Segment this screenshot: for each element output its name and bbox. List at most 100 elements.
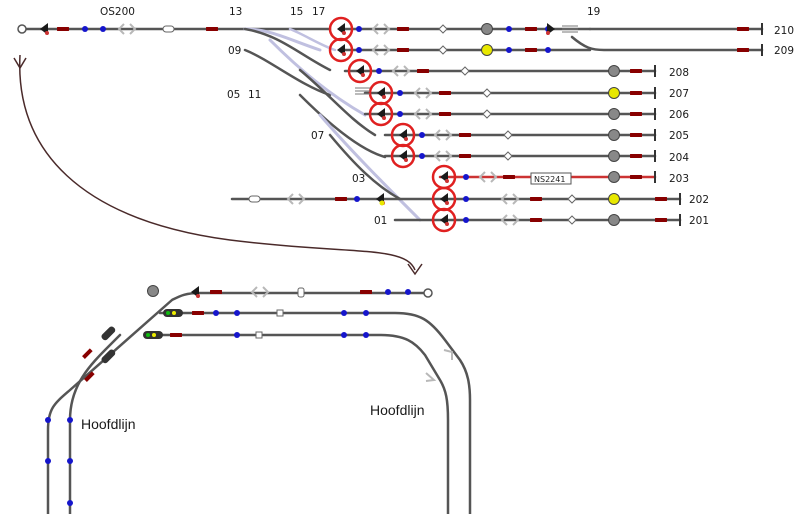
block-marker [335,197,347,201]
signal-lamp-red [404,158,408,162]
double-arrow-icon[interactable] [391,65,399,77]
double-arrow-icon[interactable] [433,129,441,141]
diag-11 [298,68,377,137]
detector-dot [363,310,369,316]
double-arrow-icon[interactable] [262,286,270,298]
track-end-circle [17,24,27,34]
double-arrow-icon[interactable] [413,87,421,99]
detector-dot [545,47,551,53]
switch-01-label: 01 [374,215,387,227]
signal-lamp-red [445,179,449,183]
block-marker [57,27,69,31]
double-arrow-icon[interactable] [383,23,391,35]
double-arrow-icon[interactable] [403,65,411,77]
double-arrow-icon[interactable] [383,44,391,56]
signal-lamp-red [342,52,346,56]
train-label-box[interactable] [530,172,572,185]
double-arrow-icon[interactable] [298,193,306,205]
block-marker [439,91,451,95]
double-arrow-icon[interactable] [425,372,437,382]
switch-diamond [438,24,448,34]
switch-diamond [503,151,513,161]
lower-track-lower-right [158,333,450,514]
switch-diamond [460,66,470,76]
switch-15-label: 15 [290,6,303,18]
block-marker [459,154,471,158]
detector-dot [67,500,73,506]
signal-lamp-red [361,73,365,77]
highlight-circle-icon [347,58,373,84]
detector-dot [234,310,240,316]
lamp-icon [608,150,620,162]
block-marker [737,27,749,31]
double-arrow-icon[interactable] [445,129,453,141]
block-marker [530,197,542,201]
signal-lamp-red [342,31,346,35]
detector-dot [463,196,469,202]
switch-diamond [567,194,577,204]
double-arrow-icon[interactable] [425,87,433,99]
detector-dot [100,26,106,32]
detector-dot [376,68,382,74]
switch-11-label: 11 [248,89,261,101]
signal-head-icon[interactable] [100,325,116,341]
double-arrow-icon[interactable] [117,23,125,35]
diag-03 [318,113,422,222]
os200-label: OS200 [100,6,135,18]
lamp-icon [481,44,493,56]
diag-09 [243,48,332,97]
double-arrow-icon[interactable] [413,108,421,120]
signal-lamp-red [196,294,200,298]
block-marker [655,218,667,222]
block-marker [630,69,642,73]
switch-13-label: 13 [229,6,242,18]
double-arrow-icon[interactable] [445,150,453,162]
detector-dot [45,417,51,423]
connector-arrow-head-bottom [407,263,423,276]
double-arrow-icon[interactable] [500,214,508,226]
double-arrow-icon[interactable] [371,23,379,35]
switch-square [255,331,263,339]
detector-dot [45,458,51,464]
detector-dot [506,47,512,53]
double-arrow-icon[interactable] [129,23,137,35]
signal-lamp-red [445,222,449,226]
double-arrow-icon[interactable] [371,44,379,56]
signal-lamp-red [445,201,449,205]
double-arrow-icon[interactable] [478,171,486,183]
switch-03-label: 03 [352,173,365,185]
line-label-right: Hoofdlijn [370,402,424,418]
track-207-label: 207 [669,88,689,100]
block-marker [630,154,642,158]
block-marker [525,48,537,52]
detector-dot [397,90,403,96]
double-arrow-icon[interactable] [500,193,508,205]
detector-dot [356,47,362,53]
double-arrow-icon[interactable] [512,214,520,226]
double-arrow-icon[interactable] [433,150,441,162]
signal-lamp-green [166,311,170,315]
double-arrow-icon[interactable] [425,108,433,120]
block-marker [210,290,222,294]
detector-dot [356,26,362,32]
lamp-icon [608,87,620,99]
switch-diamond [567,215,577,225]
detector-dot [67,458,73,464]
lamp-icon [481,23,493,35]
double-arrow-icon[interactable] [490,171,498,183]
double-arrow-icon[interactable] [286,193,294,205]
double-arrow-icon[interactable] [443,349,453,360]
lamp-icon [608,65,620,77]
detector-dot [67,417,73,423]
lamp-icon [608,108,620,120]
lamp-icon [608,214,620,226]
block-marker [417,69,429,73]
track-end-circle [423,288,433,298]
lamp-icon [608,129,620,141]
lamp-icon [608,171,620,183]
connector-arrow-icon [19,54,416,271]
double-arrow-icon[interactable] [512,193,520,205]
signal-head-icon[interactable] [100,348,116,364]
double-arrow-icon[interactable] [250,286,258,298]
switch-diamond [438,45,448,55]
